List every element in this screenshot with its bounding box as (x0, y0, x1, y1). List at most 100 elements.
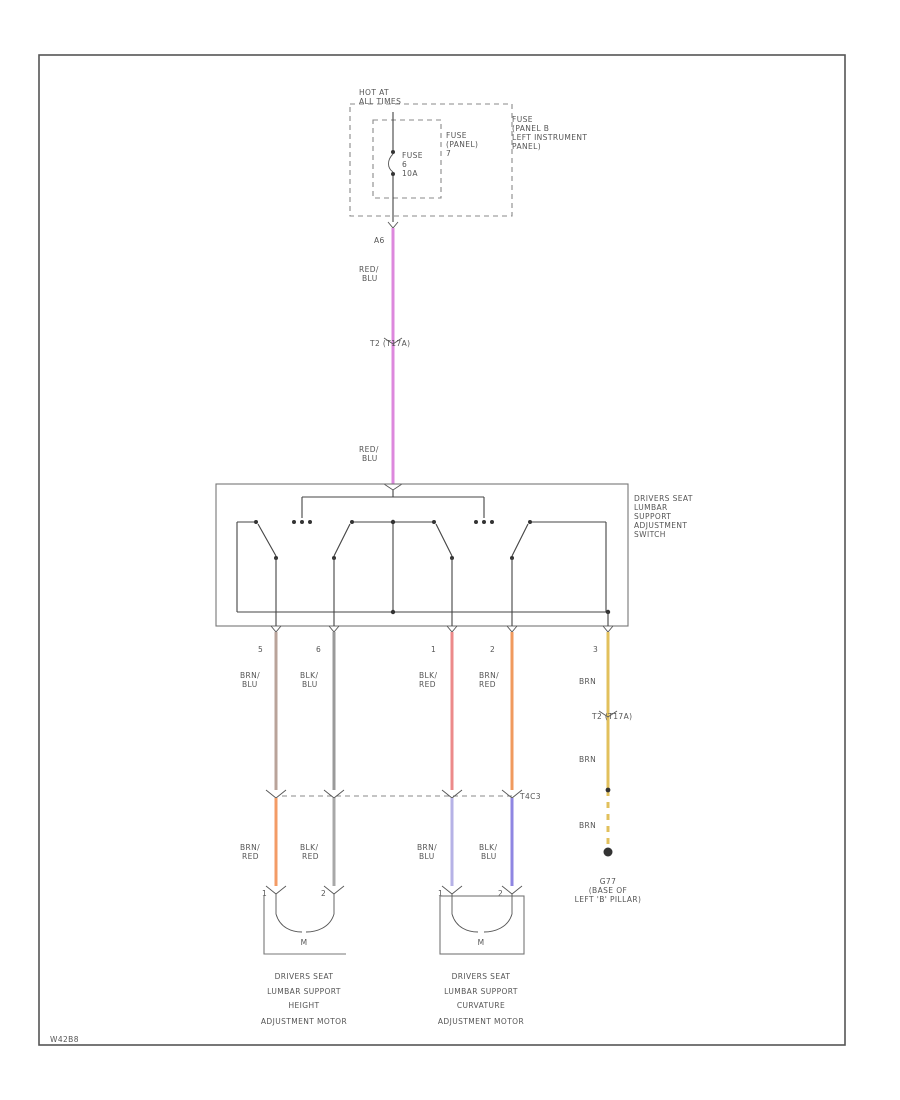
blade-pivot (350, 520, 354, 524)
motor-pin-symbol (501, 885, 523, 895)
switch-label-3: SUPPORT (634, 512, 671, 521)
lower-color-4b: BLU (481, 852, 497, 861)
fuse-outer-label-4: PANEL) (512, 142, 541, 151)
inline-pin-symbol (323, 789, 345, 799)
upper-color-2b: BLU (302, 680, 318, 689)
feed-color-top-2: BLU (362, 274, 378, 283)
blade-pivot (432, 520, 436, 524)
pin-symbol (506, 625, 518, 633)
ground-inline-connector-symbol (598, 710, 618, 718)
fuse-panel-outer-box (349, 103, 513, 217)
contact-dot (490, 520, 494, 524)
pin-symbol (270, 625, 282, 633)
motor-2-symbol: M (478, 938, 485, 947)
motor-1-housing (263, 896, 346, 955)
switch-label-2: LUMBAR (634, 503, 668, 512)
height-adjustment-motor: M DRIVERS SEAT LUMBAR SUPPORT HEIGHT ADJ… (261, 894, 347, 1026)
blade-pivot (528, 520, 532, 524)
switch-label-5: SWITCH (634, 530, 666, 539)
switch-pin-5: 5 (258, 645, 263, 654)
lower-color-4a: BLK/ (479, 843, 497, 852)
feed-inline-connector-symbol (383, 337, 403, 345)
ground-wire-color-1: BRN (579, 677, 596, 686)
ground-g77: BRN G77 (BASE OF LEFT 'B' PILLAR) (575, 787, 642, 904)
switch-housing (215, 483, 629, 627)
ground-wire-color-2: BRN (579, 755, 596, 764)
motor-2-lead-right (483, 894, 513, 933)
motor-2-pin-1: 1 (438, 889, 443, 898)
inline-pin-symbol (265, 789, 287, 799)
fuse-panel-inner-box (372, 119, 442, 199)
pin-symbol (446, 625, 458, 633)
lower-color-3b: BLU (419, 852, 435, 861)
motor-1-pin-1: 1 (262, 889, 267, 898)
motor-pin-symbol (265, 885, 287, 895)
fuse-terminal-top (391, 150, 395, 154)
motor-pin-symbol (441, 885, 463, 895)
ground-id: G77 (600, 877, 617, 886)
feed-color-bottom-1: RED/ (359, 445, 379, 454)
lower-color-1a: BRN/ (240, 843, 260, 852)
contact-dot (474, 520, 478, 524)
fuse-inner-label-3: 7 (446, 149, 451, 158)
motor-1-label-3: HEIGHT (288, 1001, 319, 1010)
pin-symbol (328, 625, 340, 633)
switch-pin-3: 3 (593, 645, 598, 654)
motor-1-lead-left (275, 894, 303, 933)
upper-color-2a: BLK/ (300, 671, 318, 680)
motor-2-lead-left (451, 894, 479, 933)
feed-connector-label: T2 (T17A) (369, 339, 410, 348)
motor-1-symbol: M (301, 938, 308, 947)
fuse-panel: HOT AT ALL TIMES FUSE (PANEL) 7 FUSE 6 1… (349, 88, 587, 222)
fuse-symbol (388, 153, 394, 173)
inline-pin-symbol (441, 789, 463, 799)
diagram-id: W42B8 (50, 1035, 79, 1044)
switch-pin-6: 6 (316, 645, 321, 654)
feed-color-bottom-2: BLU (362, 454, 378, 463)
feed-pin-label: A6 (374, 236, 385, 245)
junction-dot (390, 609, 396, 615)
ground-label-1: (BASE OF (589, 886, 628, 895)
switch-blade-3 (435, 523, 453, 557)
curvature-adjustment-motor: M DRIVERS SEAT LUMBAR SUPPORT CURVATURE … (438, 894, 525, 1026)
fuse-terminal-bottom (391, 172, 395, 176)
ground-wire-color-3: BRN (579, 821, 596, 830)
inline-pin-symbol (501, 789, 523, 799)
lower-color-2a: BLK/ (300, 843, 318, 852)
fuse-label-3: 10A (402, 169, 418, 178)
fuse-outer-label-1: FUSE (512, 115, 533, 124)
motor-pin-symbol (323, 885, 345, 895)
contact-dot (308, 520, 312, 524)
hot-label-line-2: ALL TIMES (359, 97, 401, 106)
motor-2-housing (439, 895, 525, 955)
fuse-inner-label-1: FUSE (446, 131, 467, 140)
feed-color-top-1: RED/ (359, 265, 379, 274)
lower-color-1b: RED (242, 852, 259, 861)
upper-color-4a: BRN/ (479, 671, 499, 680)
motor-2-pin-2: 2 (498, 889, 503, 898)
motor-2-label-2: LUMBAR SUPPORT (444, 987, 518, 996)
feed-wire: A6 RED/ BLU T2 (T17A) RED/ BLU (359, 221, 410, 491)
motor-1-label-1: DRIVERS SEAT (275, 972, 334, 981)
ground-label-2: LEFT 'B' PILLAR) (575, 895, 642, 904)
upper-color-3b: RED (419, 680, 436, 689)
fuse-inner-label-2: (PANEL) (446, 140, 478, 149)
fuse-outer-label-3: LEFT INSTRUMENT (512, 133, 587, 142)
switch-blade-1 (257, 523, 277, 557)
switch-pin-2: 2 (490, 645, 495, 654)
ground-point-icon (603, 847, 613, 857)
motor-1-label-2: LUMBAR SUPPORT (267, 987, 341, 996)
motor-2-label-3: CURVATURE (457, 1001, 505, 1010)
switch-label-4: ADJUSTMENT (634, 521, 687, 530)
upper-color-1a: BRN/ (240, 671, 260, 680)
contact-dot (300, 520, 304, 524)
switch-pin-1: 1 (431, 645, 436, 654)
switch-input-pin-symbol (383, 483, 403, 491)
lower-color-3a: BRN/ (417, 843, 437, 852)
hot-label-line-1: HOT AT (359, 88, 389, 97)
upper-color-4b: RED (479, 680, 496, 689)
motor-2-label-4: ADJUSTMENT MOTOR (438, 1017, 524, 1026)
contact-dot (482, 520, 486, 524)
pin-symbol (602, 625, 614, 633)
